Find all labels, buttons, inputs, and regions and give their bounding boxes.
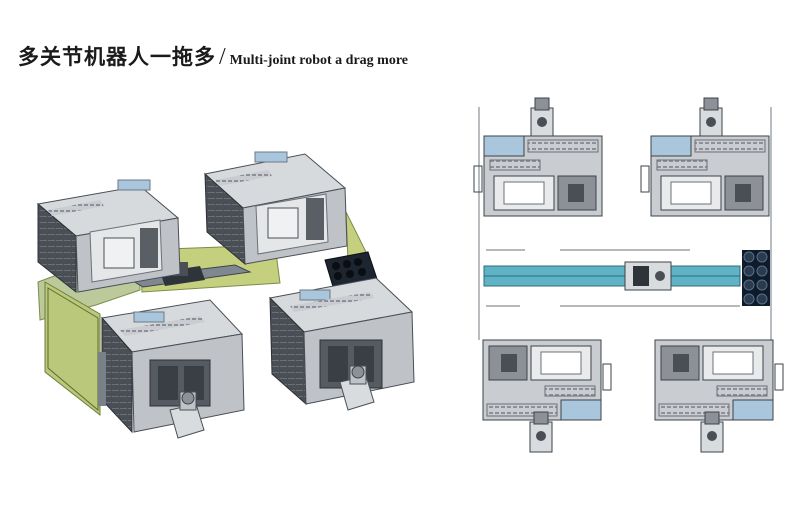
plan-machine-top-right (640, 97, 770, 217)
plan-linear-rail (483, 261, 741, 291)
isometric-machine-front-right (268, 277, 415, 406)
diagram-title: 多关节机器人一拖多/Multi-joint robot a drag more (18, 42, 408, 76)
isometric-machine-back-right (203, 151, 348, 266)
isometric-robot-arm-right (339, 365, 375, 411)
isometric-machine-back-left (36, 179, 181, 294)
title-english: Multi-joint robot a drag more (229, 53, 409, 68)
plan-machine-top-left (473, 97, 603, 217)
isometric-machine-front-left (98, 299, 245, 434)
plan-boundary (478, 107, 772, 340)
plan-machine-bottom-left (482, 339, 612, 453)
isometric-robot-arm-left (169, 391, 205, 439)
title-separator: / (219, 44, 226, 70)
title-chinese: 多关节机器人一拖多 (18, 45, 216, 69)
plan-material-tray (742, 250, 770, 306)
plan-machine-bottom-right (654, 339, 784, 453)
